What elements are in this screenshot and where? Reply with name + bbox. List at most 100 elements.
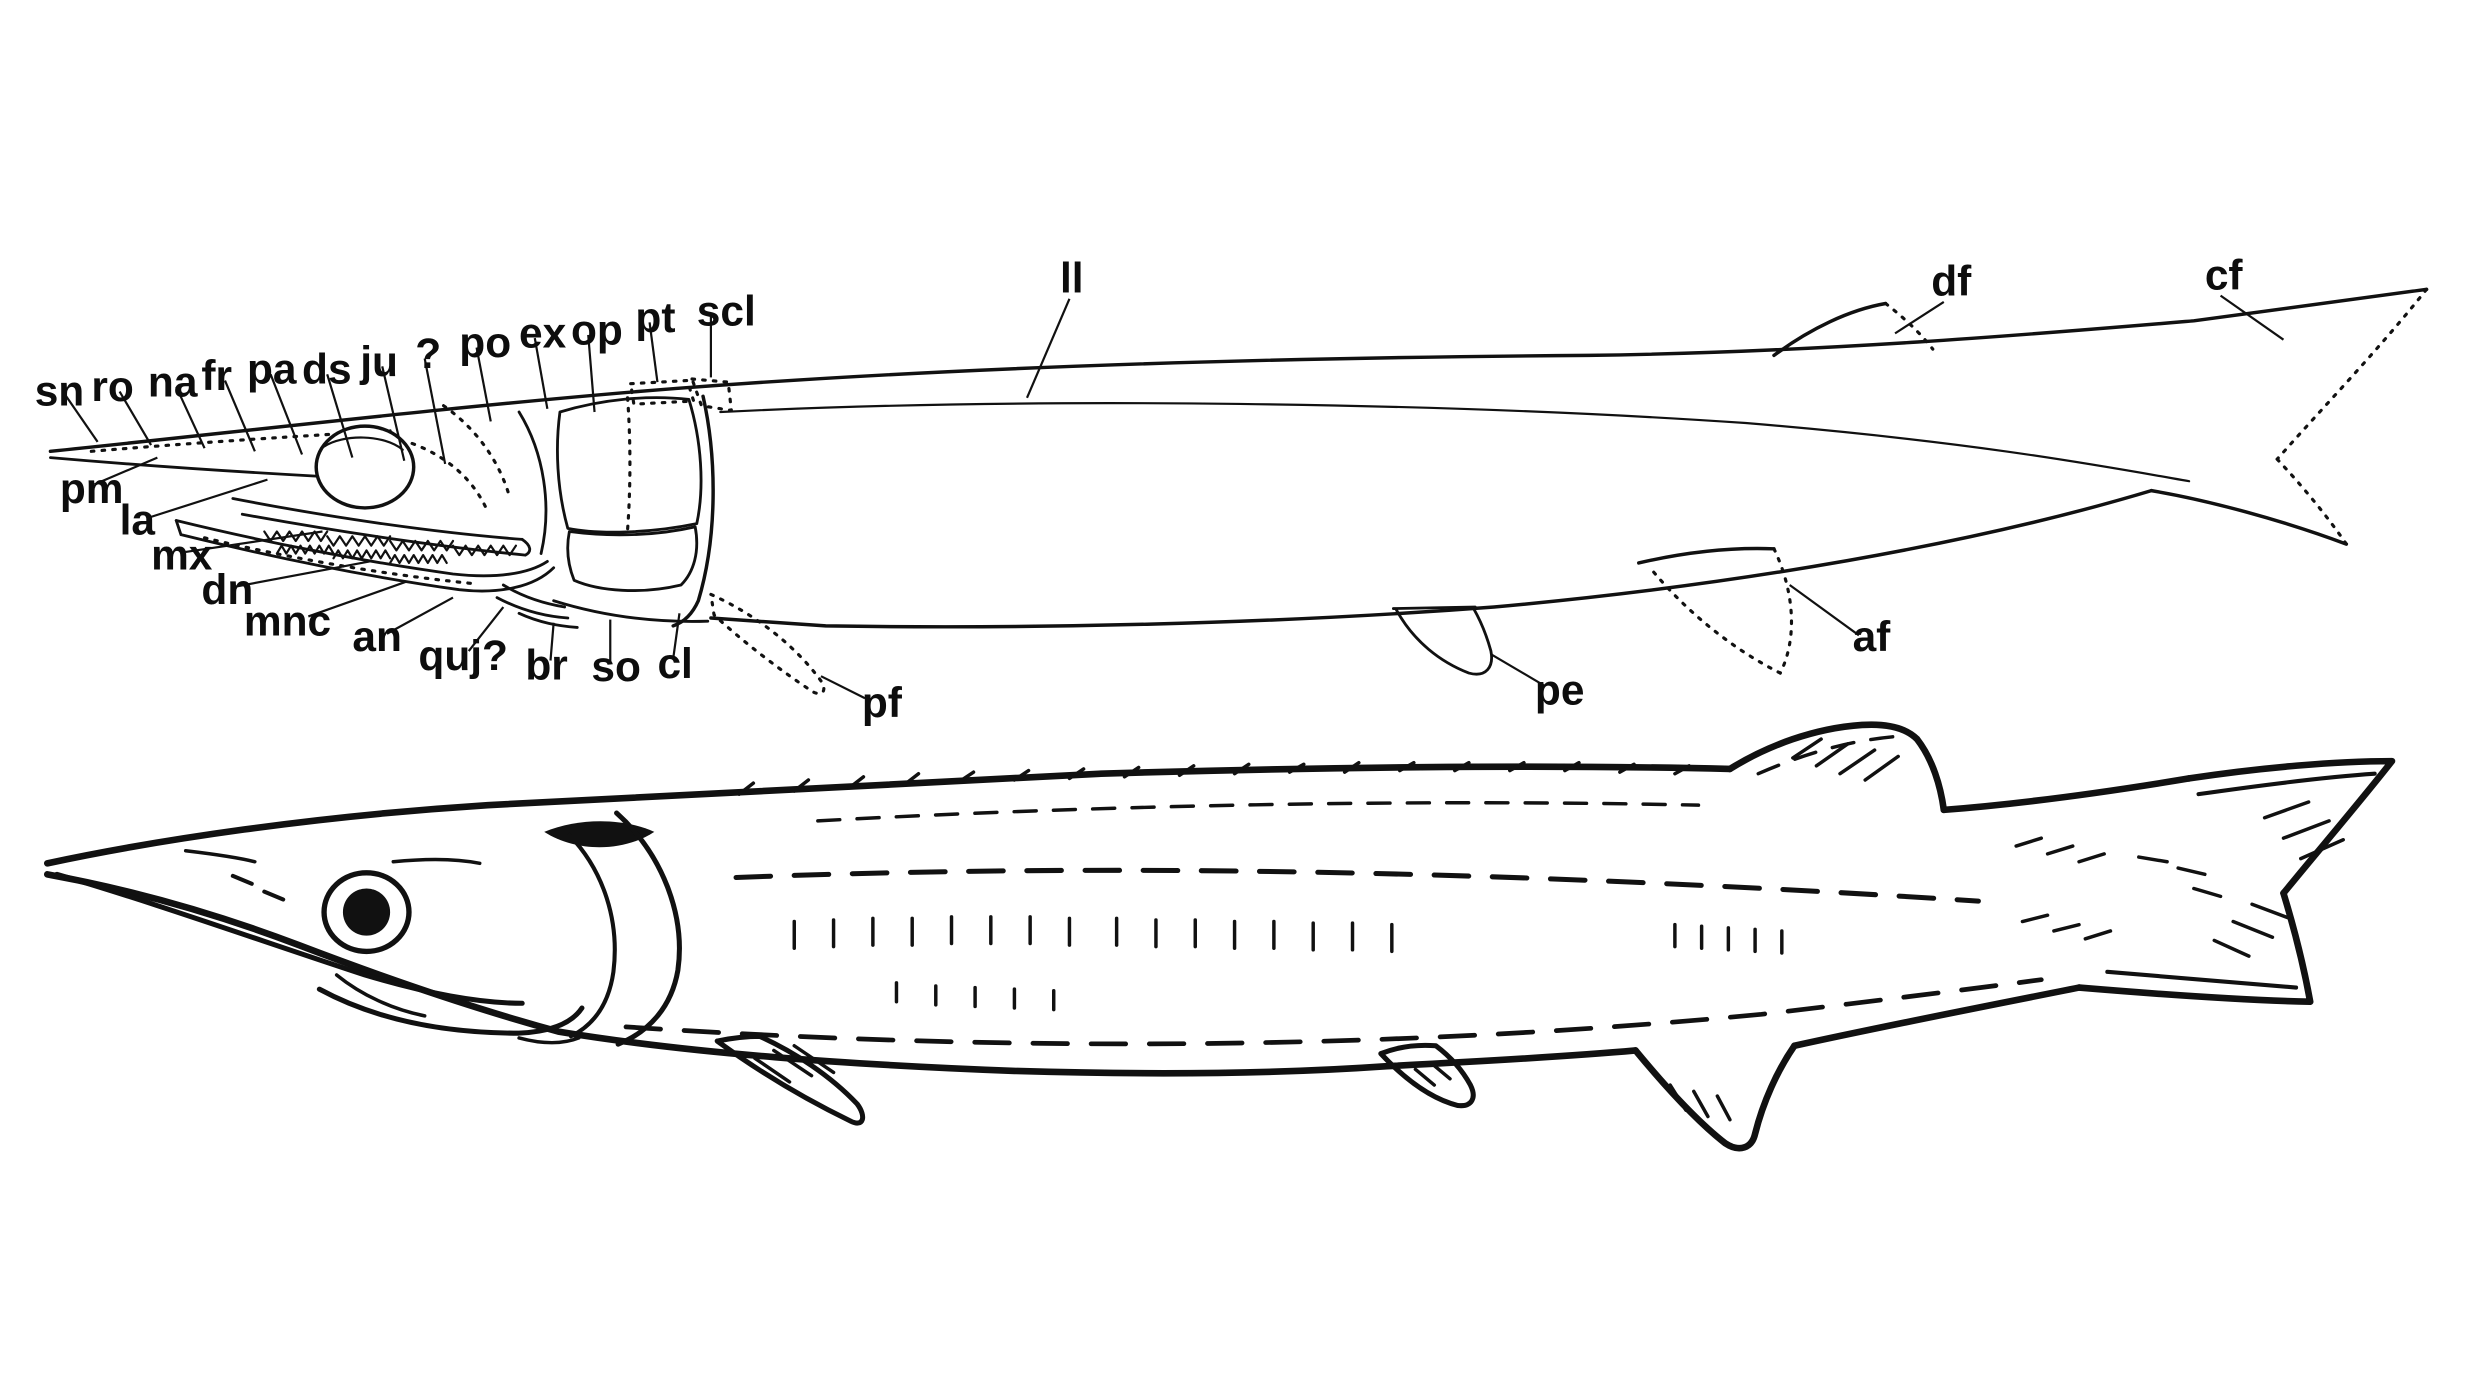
body-dorsal-outline	[48, 287, 2429, 454]
body-ventral-outline	[709, 488, 2154, 629]
recon-dorsal-scute-ticks	[737, 760, 1691, 796]
label-ex: ex	[519, 310, 567, 357]
dentary-lower-edge	[174, 519, 556, 593]
recon-anal-hatches	[1668, 1083, 1732, 1122]
label-scl: scl	[697, 288, 756, 335]
caudal-fin-upper-trailing-edge	[2275, 287, 2429, 461]
anal-fin-leading-edge-top	[1649, 567, 1782, 675]
label-cl: cl	[657, 640, 692, 687]
recon-peduncle-dorsal	[1940, 775, 2193, 814]
recon-nostrils	[230, 873, 286, 902]
recon-caudal-inner-lower	[2105, 969, 2299, 990]
recon-dorsal-fin-hatches	[1791, 737, 1900, 782]
label-mx: mx	[151, 531, 213, 578]
infraorbital-boundary	[410, 441, 488, 510]
label-mnc: mnc	[244, 597, 331, 644]
label-op: op	[571, 306, 623, 353]
recon-flank-ticks-lower	[894, 981, 1056, 1012]
dentary-upper-edge	[174, 519, 549, 578]
dorsal-fin-leading-edge-top	[1772, 301, 1888, 358]
label-dn: dn	[201, 566, 253, 613]
rostrum-lower-edge	[49, 456, 324, 478]
recon-dorsal-fin	[1726, 721, 1948, 814]
preopercle	[517, 410, 548, 555]
upper-tooth-row	[263, 530, 518, 557]
postorbital-boundary	[442, 404, 512, 499]
label-pf: pf	[862, 679, 903, 726]
recon-jaw-corner	[334, 973, 427, 1018]
label-pa: pa	[247, 346, 297, 393]
recon-flank-ticks-rear	[1673, 922, 1784, 955]
operculum	[556, 396, 703, 534]
label-pt: pt	[635, 294, 675, 341]
cleithrum	[671, 394, 715, 628]
anal-fin-base-top	[1636, 546, 1776, 565]
recon-lower-jaw	[316, 986, 585, 1036]
label-so: so	[591, 643, 641, 690]
recon-nape-dark-patch	[544, 821, 655, 848]
recon-ventral-outline	[43, 871, 1639, 1077]
label-cf: cf	[2205, 251, 2244, 298]
branchiostegal-rays	[495, 583, 579, 629]
recon-pelvic-hatches	[1413, 1061, 1452, 1087]
recon-pectoral-fin	[714, 1033, 866, 1126]
orbit	[314, 424, 416, 510]
label-df: df	[1931, 258, 1972, 305]
lower-tooth-row	[275, 544, 448, 565]
maxilla-lower-edge	[240, 512, 532, 557]
label-la: la	[120, 497, 156, 544]
label-quj: quj?	[418, 632, 508, 679]
recon-anal-fin	[1632, 1042, 1798, 1152]
anal-fin-posterior-edge-top	[1772, 547, 1794, 675]
recon-belly-dashed-line	[623, 977, 2044, 1047]
label-an: an	[352, 613, 402, 660]
label-br: br	[525, 641, 567, 688]
label-fr: fr	[201, 352, 232, 399]
posttemporal	[629, 378, 696, 406]
recon-eye-pupil	[342, 888, 391, 936]
label-ds: ds	[302, 346, 352, 393]
recon-ventral-rear	[1791, 984, 2083, 1050]
recon-dorsal-outline	[43, 763, 1734, 867]
recon-caudal-inner-upper	[2196, 771, 2377, 797]
label-ll: ll	[1060, 254, 1084, 301]
lateral-line	[719, 402, 2191, 483]
label-question: ?	[415, 330, 441, 377]
maxilla-upper-edge	[231, 497, 524, 541]
recon-caudal-hatches	[2137, 800, 2345, 958]
suboperculum	[566, 525, 699, 592]
label-sn: sn	[35, 368, 85, 415]
recon-caudal-lower-lobe	[2075, 889, 2314, 1006]
pelvic-fin-top	[1391, 605, 1493, 676]
label-ju: ju	[359, 338, 398, 385]
anatomical-diagram: sn ro na fr pa ds ju ? po ex op pt scl l…	[35, 251, 2429, 726]
caudal-fin-lower-edge	[2149, 488, 2349, 546]
caudal-fin-lower-lobe-edge	[2275, 457, 2348, 546]
label-po: po	[459, 319, 511, 366]
pectoral-fin-top	[709, 592, 826, 696]
recon-pelvic-fin	[1378, 1042, 1476, 1109]
operculum-divider	[625, 396, 632, 532]
label-pe: pe	[1535, 667, 1585, 714]
recon-peduncle-hatches	[2014, 836, 2113, 941]
leader-lines	[65, 294, 2285, 700]
recon-opercle-inner	[567, 832, 617, 1039]
label-ro: ro	[91, 363, 133, 410]
supracleithrum	[690, 377, 733, 413]
recon-lateral-dashed-line	[733, 867, 1981, 904]
orbit-inner-arc	[322, 436, 404, 451]
recon-head-accents	[183, 849, 581, 1045]
dorsal-fin-trailing-edge-top	[1884, 301, 1935, 351]
recon-opercle-outer	[614, 810, 682, 1047]
recon-dorsal-fin-base-dashes	[1756, 734, 1905, 776]
pectoral-girdle-ventral	[552, 599, 710, 623]
recon-flank-ticks-mid	[792, 915, 1394, 954]
label-af: af	[1853, 613, 1892, 660]
label-pm: pm	[60, 465, 124, 512]
life-reconstruction	[43, 721, 2396, 1152]
recon-upper-flank-dashes	[816, 801, 1701, 823]
recon-mouth-line	[54, 871, 525, 1006]
label-na: na	[148, 358, 198, 405]
